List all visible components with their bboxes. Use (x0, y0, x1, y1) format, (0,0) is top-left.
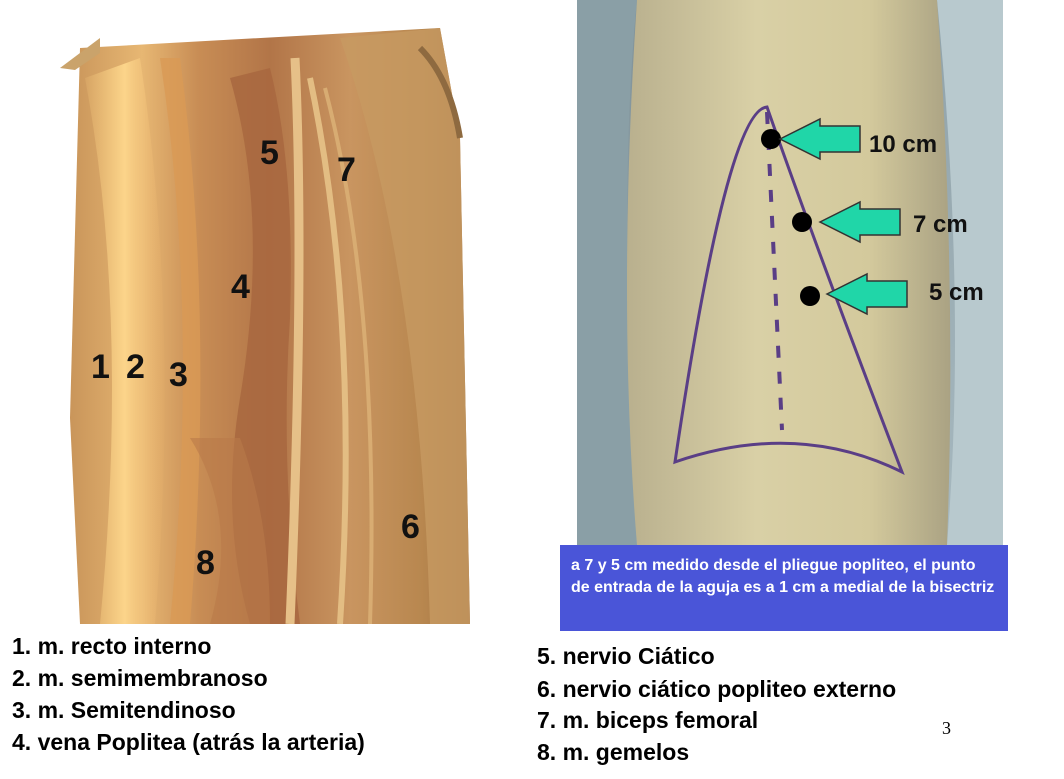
entry-point-dot-icon (792, 212, 812, 232)
legend-item-2: 2. m. semimembranoso (12, 665, 268, 691)
legend-item-4: 4. vena Poplitea (atrás la arteria) (12, 729, 365, 755)
arrow-left-icon (818, 200, 901, 244)
distance-label-7cm: 7 cm (913, 211, 968, 238)
label-6: 6 (401, 508, 420, 546)
entry-point-dot-icon (800, 286, 820, 306)
entry-point-dot-icon (761, 129, 781, 149)
label-4: 4 (231, 268, 250, 306)
distance-label-5cm: 5 cm (929, 279, 984, 306)
legend-item-3: 3. m. Semitendinoso (12, 697, 236, 723)
label-2: 2 (126, 348, 145, 386)
legend-item-5: 5. nervio Ciático (537, 643, 715, 669)
label-1: 1 (91, 348, 110, 386)
dissection-illustration (40, 18, 477, 624)
leg-illustration (577, 0, 1003, 545)
label-3: 3 (169, 356, 188, 394)
page-number: 3 (942, 718, 951, 738)
arrow-left-icon (825, 272, 908, 316)
label-7: 7 (337, 151, 356, 189)
distance-label-10cm: 10 cm (869, 131, 938, 158)
leg-photo: 10 cm 7 cm 5 cm (577, 0, 1003, 545)
legend-item-1: 1. m. recto interno (12, 633, 212, 659)
label-8: 8 (196, 544, 215, 582)
arrow-left-icon (778, 117, 861, 161)
note-box: a 7 y 5 cm medido desde el pliegue popli… (560, 545, 1008, 631)
label-5: 5 (260, 134, 279, 172)
legend-item-6: 6. nervio ciático popliteo externo (537, 676, 897, 702)
legend-item-8: 8. m. gemelos (537, 739, 690, 765)
dissection-photo: 1 2 3 4 5 6 7 8 (40, 18, 477, 624)
legend-item-7: 7. m. biceps femoral (537, 707, 759, 733)
